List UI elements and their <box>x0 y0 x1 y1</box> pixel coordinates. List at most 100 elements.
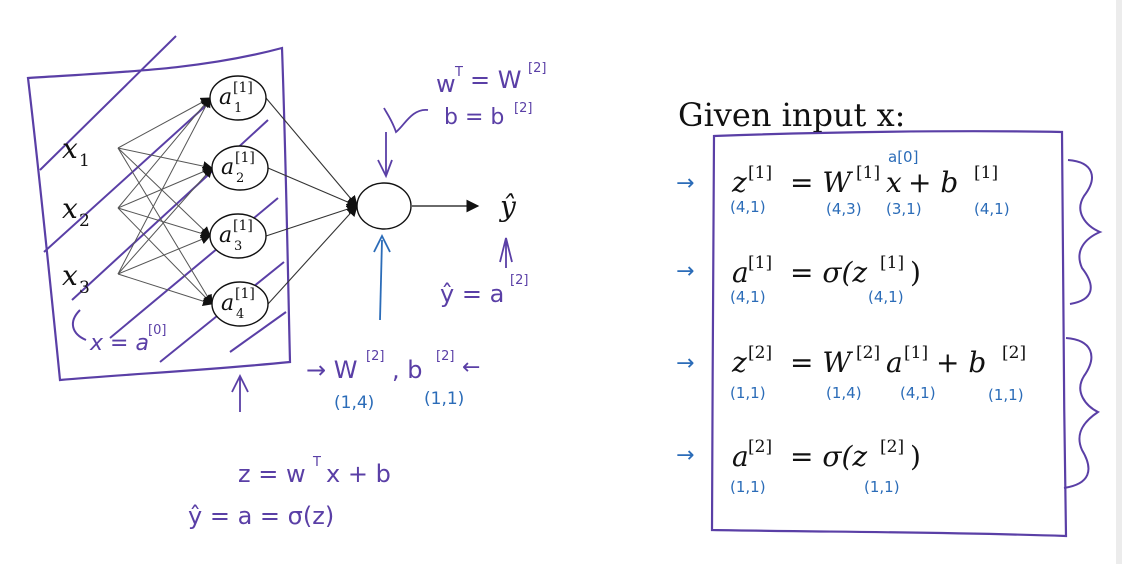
svg-text:+ b: + b <box>908 166 958 199</box>
logistic-yhat-note: ŷ = a = σ(z) <box>188 502 334 530</box>
svg-text:x: x <box>62 132 78 165</box>
svg-text:(1,1): (1,1) <box>988 386 1024 404</box>
svg-text:b = b: b = b <box>444 105 504 130</box>
svg-text:→: → <box>676 171 694 196</box>
layer2-brace <box>1063 337 1100 489</box>
input-x2: x 2 <box>62 192 90 231</box>
edge-x2-a4 <box>117 207 213 305</box>
equations-panel: Given input x: → z [1] = W [1] x a[0] + … <box>676 96 1103 538</box>
equations-box <box>710 130 1068 538</box>
svg-text:a: a <box>732 440 749 473</box>
svg-text:(4,3): (4,3) <box>826 200 862 218</box>
svg-text:a: a <box>732 256 749 289</box>
edge-x1-a1 <box>117 97 211 149</box>
handwritten-notes: x = a [0] w T = W [2] b = b [2] ŷ = a [2… <box>71 61 546 530</box>
svg-text:a: a <box>221 155 234 180</box>
svg-text:[1]: [1] <box>233 218 253 234</box>
svg-text:[1]: [1] <box>856 163 880 183</box>
svg-text:z: z <box>731 346 747 379</box>
svg-text:[1]: [1] <box>235 286 255 302</box>
svg-text:z = w: z = w <box>238 460 306 488</box>
edge-x3-a4 <box>117 273 213 307</box>
svg-text:[2]: [2] <box>1002 343 1026 363</box>
svg-text:[1]: [1] <box>233 80 253 96</box>
svg-text:(3,1): (3,1) <box>886 200 922 218</box>
edge-x2-a2 <box>117 166 213 209</box>
input-x1: x 1 <box>62 132 90 171</box>
svg-text:= σ(z: = σ(z <box>790 440 867 473</box>
input-hidden-edges <box>117 97 213 307</box>
edge-x1-a3 <box>117 147 211 237</box>
svg-text:1: 1 <box>234 101 242 116</box>
input-x3: x 3 <box>62 259 90 298</box>
equation-row-2: → a [1] = σ(z [1] ) (4,1) (4,1) <box>676 253 921 306</box>
svg-text:(1,4): (1,4) <box>826 384 862 402</box>
svg-text:a[0]: a[0] <box>888 148 918 166</box>
svg-text:[2]: [2] <box>510 273 528 288</box>
svg-text:(4,1): (4,1) <box>730 288 766 306</box>
svg-text:←: ← <box>462 355 480 380</box>
svg-text:(4,1): (4,1) <box>868 288 904 306</box>
equations-heading: Given input x: <box>678 96 905 134</box>
hidden-node-1: a [1] 1 <box>209 75 267 121</box>
svg-text:(4,1): (4,1) <box>974 200 1010 218</box>
b-eq-b2-note: b = b [2] <box>444 101 532 130</box>
svg-text:a: a <box>221 291 234 316</box>
slide-edge <box>1116 0 1122 564</box>
svg-text:x: x <box>62 192 78 225</box>
box-up-arrow <box>231 373 249 412</box>
svg-text:→: → <box>676 351 694 376</box>
output-yhat: ŷ <box>498 190 517 223</box>
svg-text:(4,1): (4,1) <box>900 384 936 402</box>
svg-text:[2]: [2] <box>748 343 772 363</box>
wT-eq-W2-note: w T = W [2] <box>436 61 546 98</box>
network-diagram: x 1 x 2 x 3 a [1] 1 a [1] 2 a [1] 3 <box>26 35 517 382</box>
svg-text:x: x <box>62 259 78 292</box>
svg-text:→ W: → W <box>306 356 357 384</box>
svg-text:T: T <box>312 455 321 470</box>
hidden-output-edges <box>265 97 359 305</box>
svg-text:[2]: [2] <box>880 437 904 457</box>
x-eq-a0-note: x = a [0] <box>89 323 166 356</box>
svg-text:2: 2 <box>79 211 90 231</box>
svg-text:(1,1): (1,1) <box>864 478 900 496</box>
svg-text:[1]: [1] <box>748 163 772 183</box>
wT-pointer <box>383 107 429 134</box>
svg-text:= W: = W <box>790 346 853 379</box>
edge-x1-a4 <box>117 147 213 305</box>
svg-text:(4,1): (4,1) <box>730 198 766 216</box>
svg-text:= W: = W <box>470 66 521 94</box>
svg-text:(1,1): (1,1) <box>730 478 766 496</box>
svg-text:[2]: [2] <box>528 61 546 76</box>
logistic-z-note: z = w T x + b <box>238 455 391 488</box>
svg-text:3: 3 <box>234 239 242 254</box>
svg-text:a: a <box>219 223 232 248</box>
svg-text:x = a: x = a <box>89 331 149 356</box>
svg-text:[0]: [0] <box>148 323 166 338</box>
svg-text:T: T <box>454 65 463 80</box>
edge-x3-a2 <box>117 167 213 275</box>
svg-text:[1]: [1] <box>235 150 255 166</box>
svg-text:[2]: [2] <box>856 343 880 363</box>
svg-text:(1,4): (1,4) <box>334 393 374 413</box>
svg-text:2: 2 <box>236 171 244 186</box>
edge-a4-out <box>267 205 358 305</box>
x-eq-a0-arrow <box>71 309 87 341</box>
svg-text:= W: = W <box>790 166 853 199</box>
svg-text:+ b: + b <box>936 346 986 379</box>
w2-pointer-line <box>379 239 383 321</box>
svg-text:x: x <box>886 166 902 199</box>
equation-row-1: → z [1] = W [1] x a[0] + b [1] (4,1) (4,… <box>676 148 1010 218</box>
svg-text:→: → <box>676 259 694 284</box>
hidden-node-4: a [1] 4 <box>211 281 269 327</box>
svg-text:[1]: [1] <box>974 163 998 183</box>
svg-text:[2]: [2] <box>514 101 532 116</box>
svg-text:[1]: [1] <box>748 253 772 273</box>
svg-text:z: z <box>731 166 747 199</box>
svg-text:= σ(z: = σ(z <box>790 256 867 289</box>
layer1-brace <box>1067 159 1103 305</box>
yhat-up-arrow <box>499 237 513 268</box>
svg-text:4: 4 <box>236 307 244 322</box>
w2-pointer-head <box>373 233 391 253</box>
